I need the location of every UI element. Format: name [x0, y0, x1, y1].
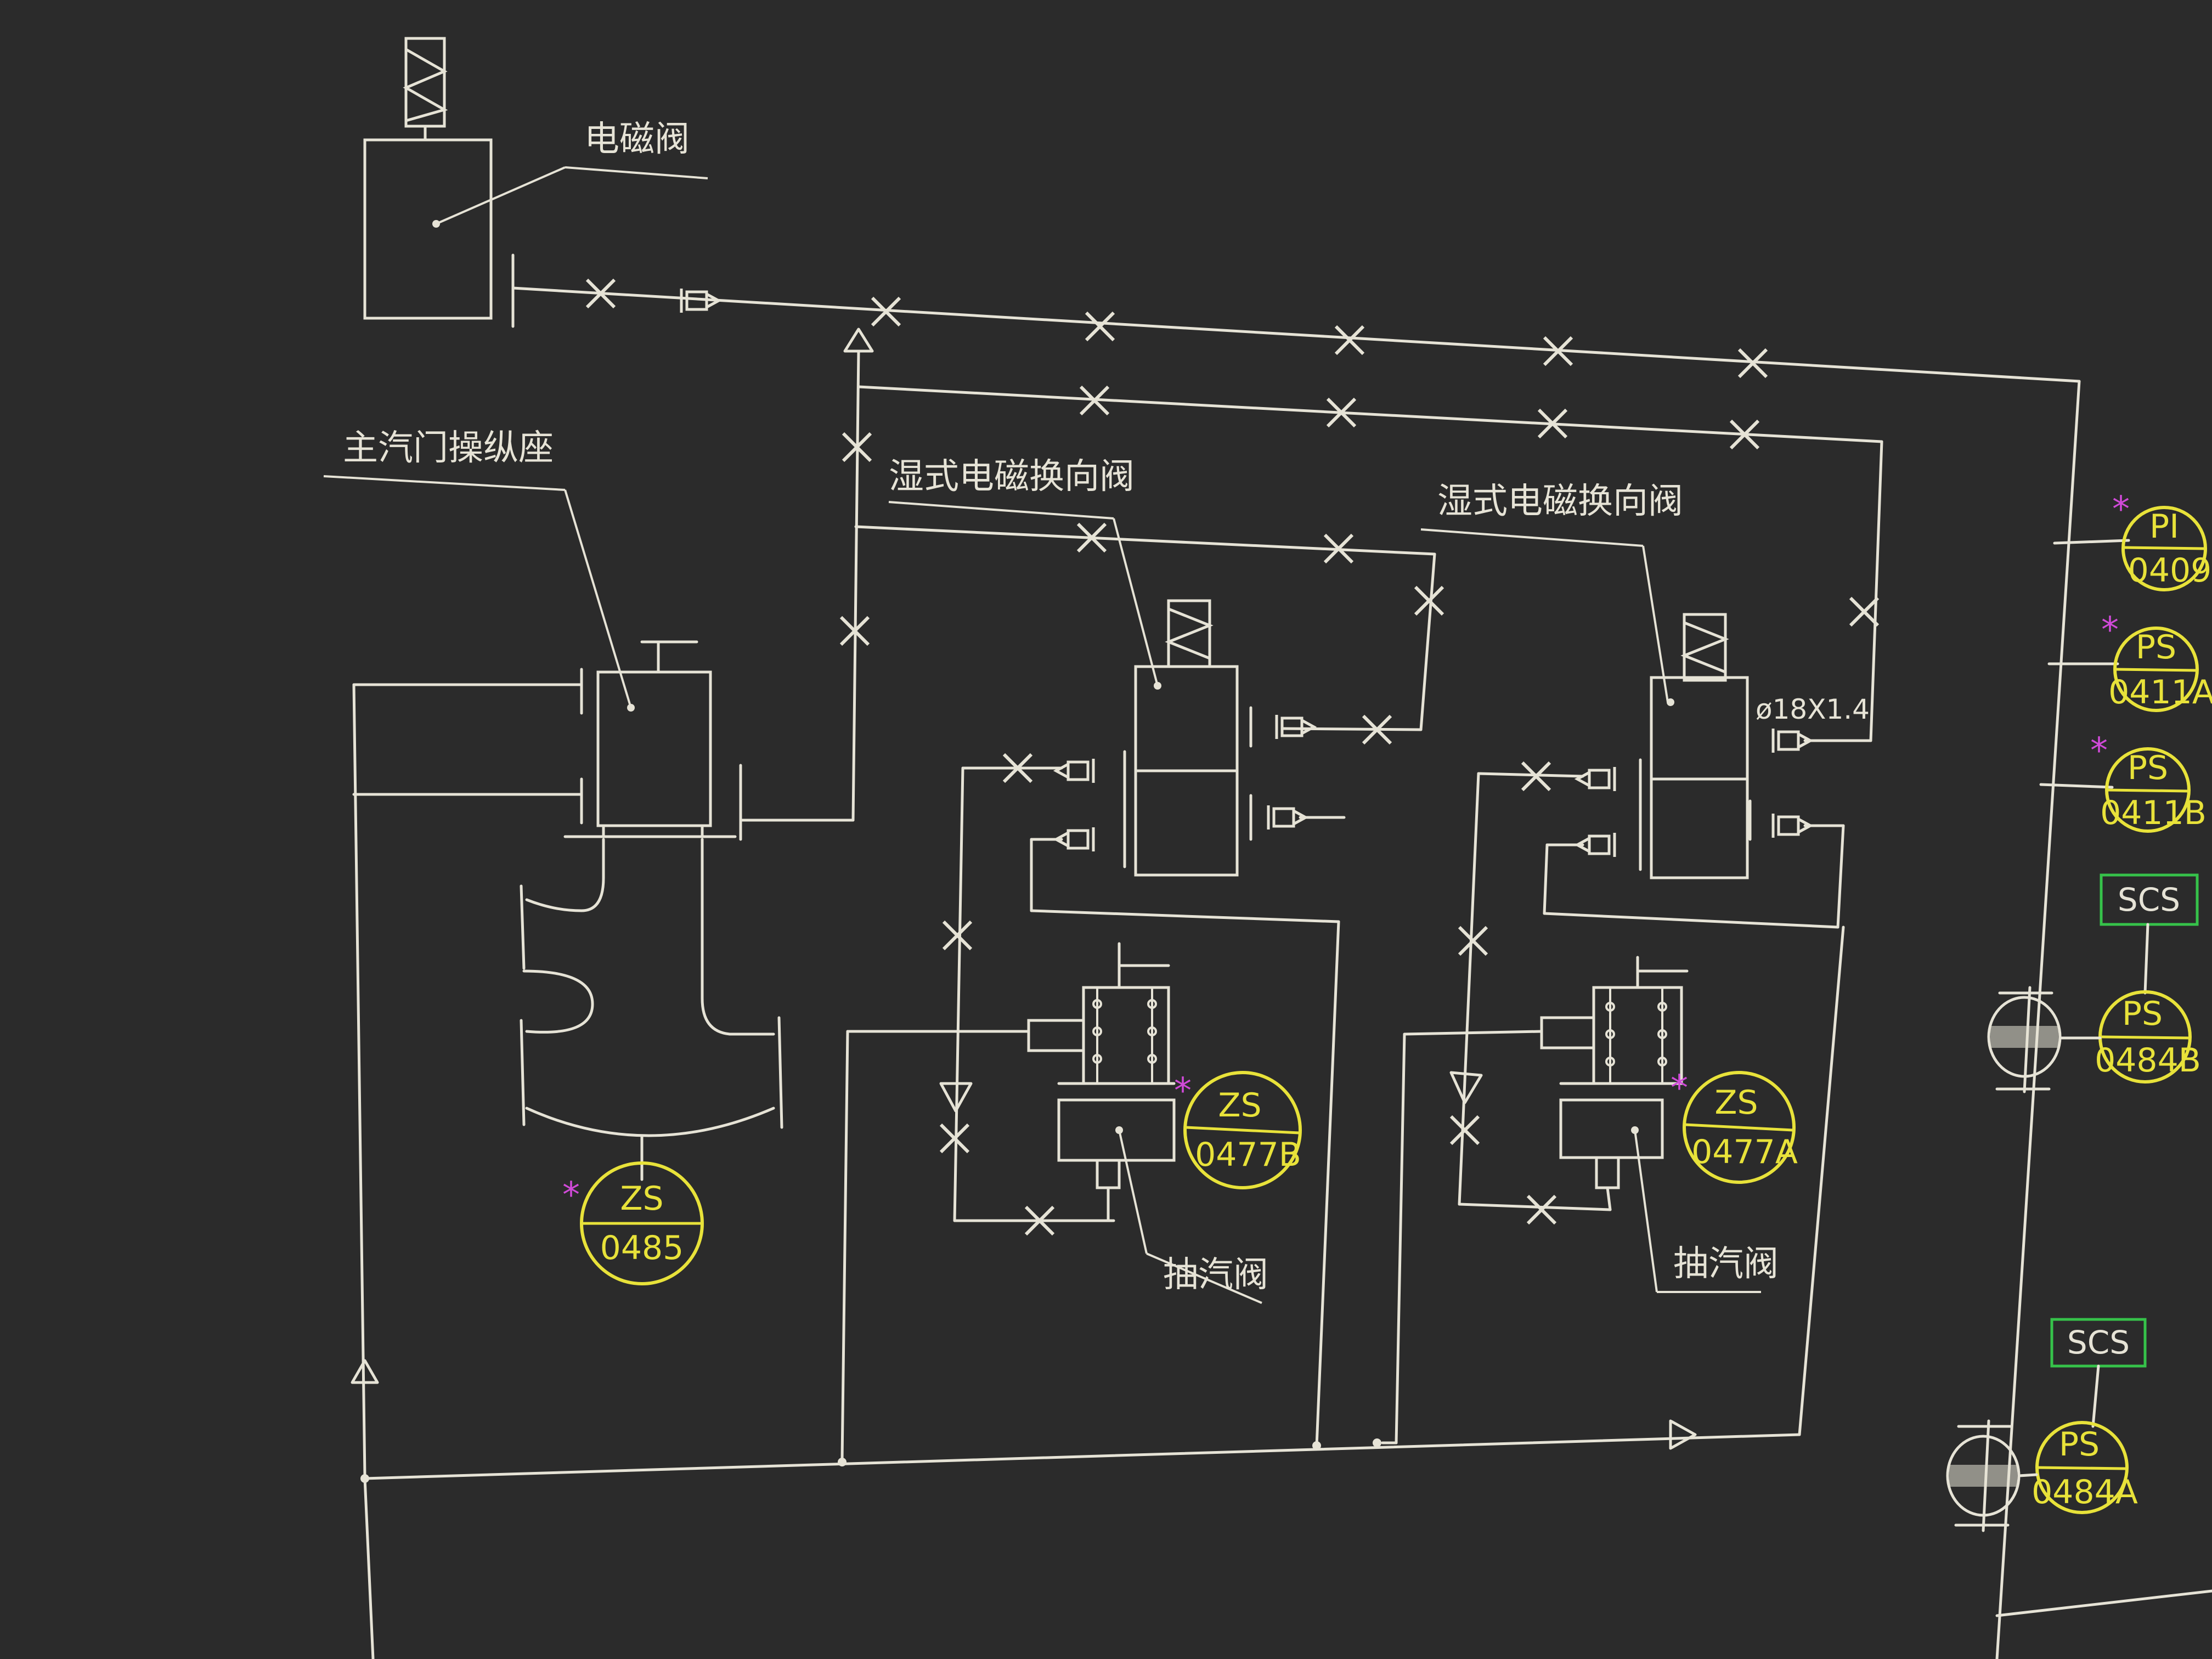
instrument-ps-0484a: PS 0484A	[2032, 1421, 2138, 1514]
pressure-sensor-lower	[1946, 1419, 2038, 1532]
scs-lower: SCS	[2050, 1318, 2147, 1428]
svg-text:*: *	[2101, 610, 2119, 651]
svg-text:0411B: 0411B	[2100, 794, 2207, 832]
svg-text:*: *	[1671, 1068, 1688, 1109]
riser-line	[739, 328, 874, 841]
instrument-zs-0477b: ZS 0477B *	[1174, 1071, 1302, 1189]
svg-text:ZS: ZS	[620, 1180, 663, 1218]
return-lines	[351, 920, 1845, 1659]
svg-text:0411A: 0411A	[2108, 673, 2212, 712]
right-header-line	[1995, 380, 2212, 1659]
svg-text:0477A: 0477A	[1691, 1133, 1798, 1171]
svg-text:PS: PS	[2136, 628, 2176, 667]
extraction-valve-1	[840, 942, 1262, 1461]
instrument-ps-0411b: PS 0411B *	[2090, 731, 2207, 833]
solenoid-valve-label: 电磁阀	[584, 119, 690, 160]
svg-text:ZS: ZS	[1218, 1086, 1261, 1125]
instrument-ps-0484b: PS 0484B	[2095, 990, 2201, 1084]
svg-text:0484B: 0484B	[2095, 1041, 2201, 1080]
extraction-valve-2-label: 抽汽阀	[1673, 1244, 1779, 1284]
pressure-sensor-upper	[1987, 986, 2102, 1093]
wet-reversing-valve-2-label: 湿式电磁换向阀	[1437, 481, 1683, 522]
main-valve-actuator	[323, 475, 783, 1477]
instrument-pi-0409: PI 0409 *	[2112, 489, 2212, 591]
svg-text:SCS: SCS	[2067, 1324, 2130, 1361]
svg-text:*: *	[562, 1175, 580, 1216]
main-valve-actuator-label: 主汽门操纵座	[343, 428, 554, 469]
svg-text:ZS: ZS	[1714, 1084, 1758, 1122]
wet-reversing-valve-1	[888, 501, 1346, 1234]
svg-text:0485: 0485	[600, 1229, 684, 1267]
svg-text:*: *	[2112, 489, 2130, 530]
svg-text:SCS: SCS	[2118, 881, 2180, 918]
pipe-size-label: ø18X1.4	[1756, 693, 1870, 725]
wet-reversing-valve-2	[1420, 528, 1872, 1223]
instrument-ps-0411a: PS 0411A *	[2101, 610, 2212, 712]
svg-text:0409: 0409	[2128, 551, 2212, 590]
svg-text:PS: PS	[2059, 1425, 2100, 1464]
svg-text:PS: PS	[2128, 749, 2168, 787]
scs-upper: SCS	[2100, 873, 2199, 995]
svg-text:0484A: 0484A	[2032, 1473, 2138, 1511]
second-line	[857, 387, 1883, 742]
svg-text:0477B: 0477B	[1195, 1136, 1301, 1174]
solenoid-valve	[363, 37, 708, 328]
instrument-zs-0485: ZS 0485 *	[562, 1161, 704, 1285]
instrument-zs-0477a: ZS 0477A *	[1671, 1068, 1798, 1184]
svg-text:*: *	[2090, 731, 2108, 771]
wet-reversing-valve-1-label: 湿式电磁换向阀	[889, 456, 1135, 497]
svg-text:PS: PS	[2122, 995, 2163, 1033]
third-line	[854, 524, 1443, 743]
svg-text:*: *	[1174, 1071, 1192, 1111]
top-supply-line	[511, 280, 2081, 383]
extraction-valve-1-label: 抽汽阀	[1163, 1255, 1268, 1295]
extraction-valve-2	[1395, 956, 1761, 1444]
svg-text:PI: PI	[2149, 507, 2179, 546]
